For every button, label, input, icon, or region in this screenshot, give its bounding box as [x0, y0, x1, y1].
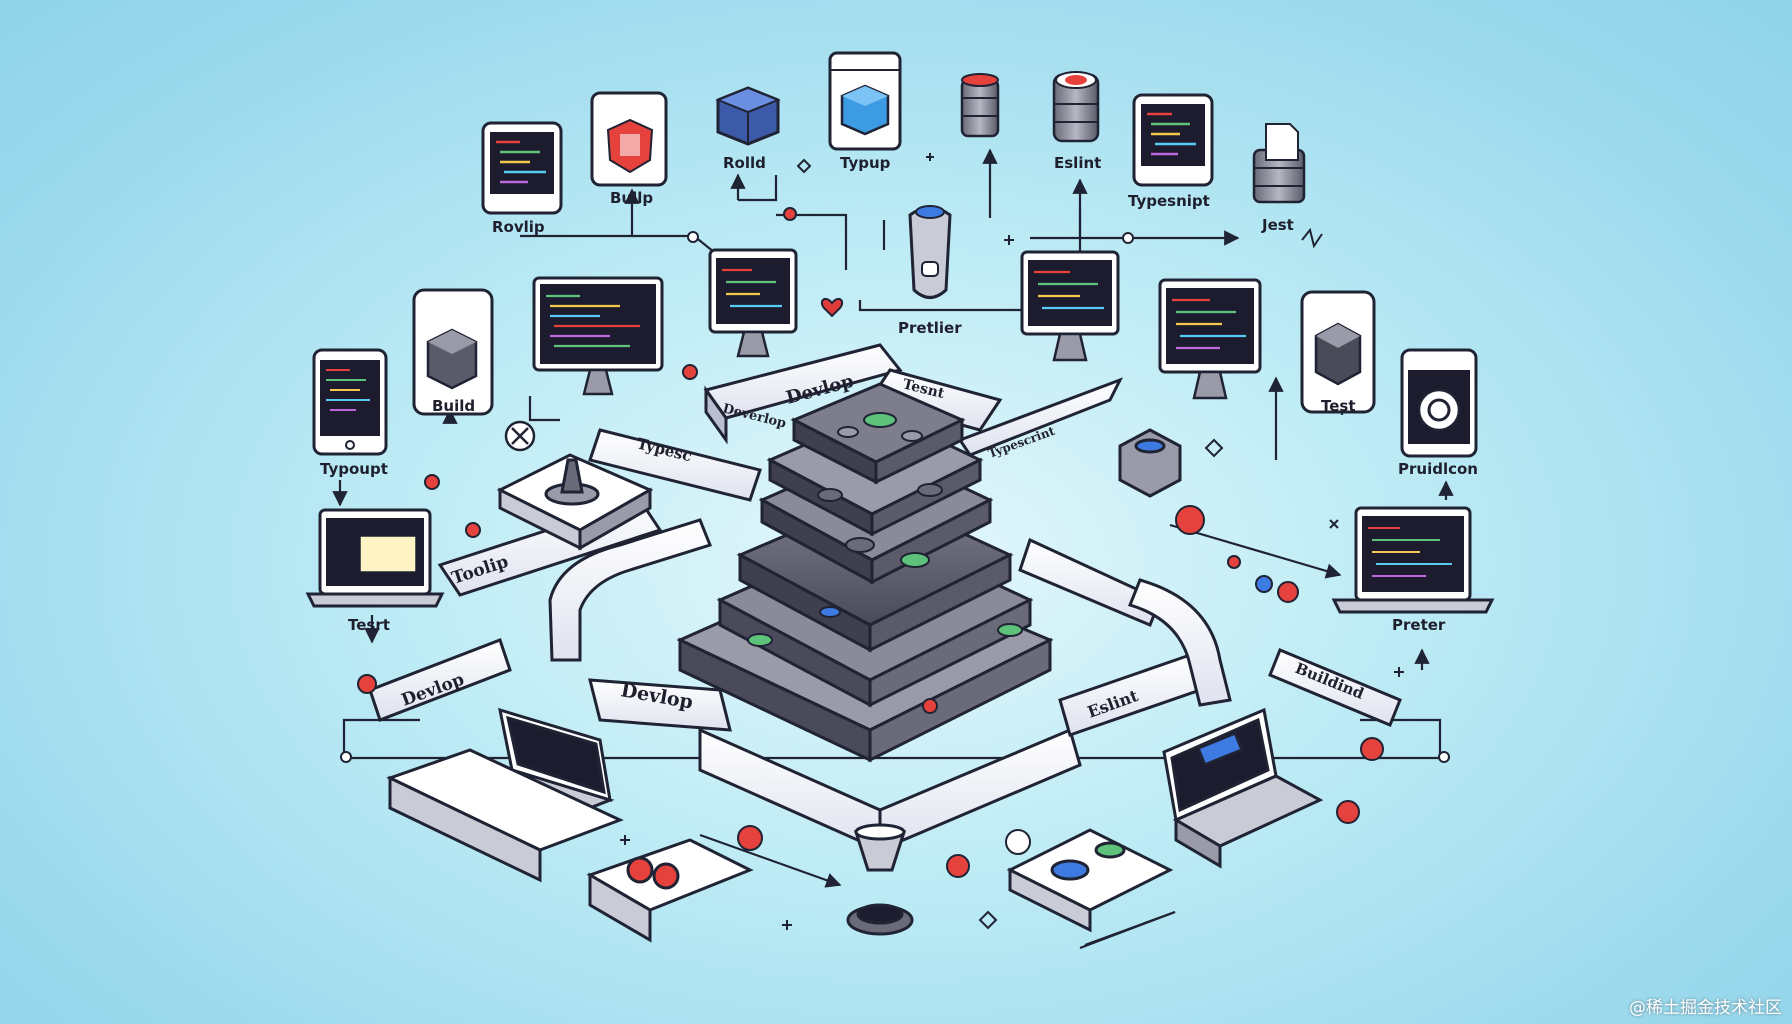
card-rovlip: Rovlip: [481, 121, 563, 236]
card-tesrt: Tesrt: [305, 508, 445, 634]
watermark: @稀土掘金技术社区: [1629, 998, 1782, 1018]
label-bullp: Bullp: [610, 189, 653, 207]
sparkles: [620, 153, 1404, 930]
label-jest: Jest: [1261, 216, 1294, 234]
label-eslint: Eslint: [1054, 154, 1101, 172]
monitor-right: [1158, 278, 1262, 400]
stack-details: [747, 412, 1023, 714]
label-test: Test: [1321, 397, 1356, 415]
label-rolld: Rolld: [723, 154, 766, 172]
card-pretlier: Pretlier: [898, 205, 962, 337]
label-rovlip: Rovlip: [492, 218, 545, 236]
card-bullp: Bullp: [590, 91, 668, 207]
central-stack: [676, 382, 1054, 763]
ribbon-tracks: [368, 343, 1402, 853]
card-pruidlcon: Pruidlcon: [1398, 348, 1478, 478]
heart-icon: [820, 297, 844, 318]
gear-icon: [504, 420, 536, 452]
monitor-center-right: [1020, 250, 1120, 362]
card-preter: Preter: [1331, 506, 1495, 634]
monitor-center-left: [708, 248, 798, 358]
card-eslint: Eslint: [1052, 71, 1101, 172]
card-typoupt: Typoupt: [312, 348, 388, 478]
funnel-center: [846, 823, 914, 936]
label-pretlier: Pretlier: [898, 319, 962, 337]
database-top: [960, 73, 1000, 138]
monitor-left: [532, 276, 664, 396]
label-pruidlcon: Pruidlcon: [1398, 460, 1478, 478]
label-typesnipt: Typesnipt: [1128, 192, 1210, 210]
platform-bottom-left: [386, 748, 754, 943]
laptop-bottom-right: [1162, 707, 1324, 869]
label-build: Build: [432, 397, 475, 415]
card-rolld: Rolld: [715, 86, 781, 172]
card-typesnipt: Typesnipt: [1128, 93, 1214, 210]
pedestal-left: [496, 453, 654, 551]
platform-bottom-right: [1006, 828, 1174, 933]
label-typup: Typup: [840, 154, 891, 172]
card-test: Test: [1300, 290, 1376, 415]
database-right-mid: [1118, 428, 1182, 498]
label-typoupt: Typoupt: [320, 460, 388, 478]
card-jest: Jest: [1252, 123, 1306, 234]
label-tesrt: Tesrt: [348, 616, 390, 634]
card-typup: Typup: [828, 51, 902, 172]
label-preter: Preter: [1392, 616, 1446, 634]
card-build: Build: [412, 288, 494, 416]
